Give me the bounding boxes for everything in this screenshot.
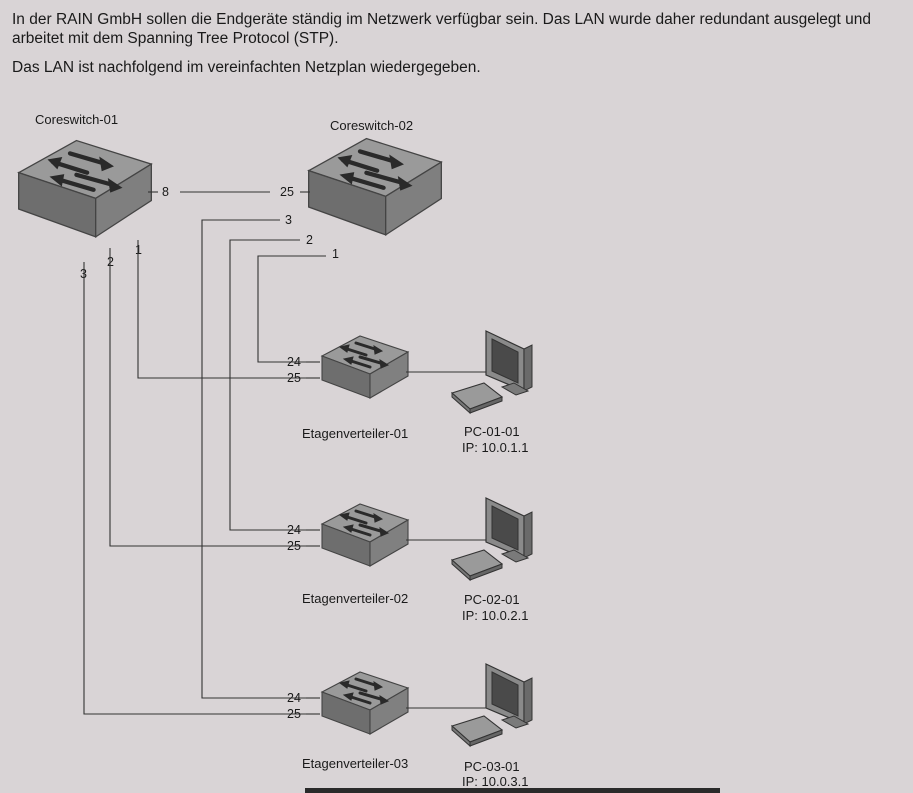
pc-03-01-icon <box>451 663 533 747</box>
intro-paragraph-1: In der RAIN GmbH sollen die Endgeräte st… <box>12 11 871 47</box>
pc-03-01-label: PC-03-01 <box>464 759 520 774</box>
bottom-bar <box>305 788 720 793</box>
coreswitch-01-icon <box>19 141 152 237</box>
ev02-port-24: 24 <box>287 523 301 537</box>
link-core1-ev03 <box>83 262 306 715</box>
core2-port-2: 2 <box>306 233 313 247</box>
coreswitch-02-icon <box>309 139 442 235</box>
link-core2-ev01 <box>257 255 326 363</box>
etagenverteiler-02-label: Etagenverteiler-02 <box>302 591 408 606</box>
floor-group-02: 24 25 Etagenverteiler-02 PC-02-01 IP: 10… <box>287 497 533 623</box>
etagenverteiler-03-icon <box>320 670 410 736</box>
core2-port-1: 1 <box>332 247 339 261</box>
pc-02-01-label: PC-02-01 <box>464 592 520 607</box>
core2-port-25: 25 <box>280 185 294 199</box>
pc-02-01-ip: IP: 10.0.2.1 <box>462 608 529 623</box>
coreswitch-01-label: Coreswitch-01 <box>35 112 118 127</box>
pc-01-01-ip: IP: 10.0.1.1 <box>462 440 529 455</box>
link-core1-ev02 <box>109 248 306 547</box>
ev02-port-25: 25 <box>287 539 301 553</box>
link-core1-ev01 <box>137 240 306 379</box>
intro-paragraph-2: Das LAN ist nachfolgend im vereinfachten… <box>12 59 481 76</box>
etagenverteiler-03-label: Etagenverteiler-03 <box>302 756 408 771</box>
floor-group-01: 24 25 Etagenverteiler-01 PC-01-01 IP: 10… <box>287 330 533 455</box>
ev01-port-24: 24 <box>287 355 301 369</box>
link-core2-ev02 <box>229 239 306 531</box>
link-core2-ev03 <box>201 219 306 699</box>
pc-01-01-label: PC-01-01 <box>464 424 520 439</box>
floor-group-03: 24 25 Etagenverteiler-03 PC-03-01 IP: 10… <box>287 663 533 789</box>
intro-text: In der RAIN GmbH sollen die Endgeräte st… <box>12 10 902 87</box>
coreswitch-02-label: Coreswitch-02 <box>330 118 413 133</box>
pc-02-01-icon <box>451 497 533 581</box>
etagenverteiler-02-icon <box>320 502 410 568</box>
ev01-port-25: 25 <box>287 371 301 385</box>
ev03-port-25: 25 <box>287 707 301 721</box>
etagenverteiler-01-label: Etagenverteiler-01 <box>302 426 408 441</box>
pc-03-01-ip: IP: 10.0.3.1 <box>462 774 529 789</box>
core2-port-3: 3 <box>285 213 292 227</box>
ev03-port-24: 24 <box>287 691 301 705</box>
core1-port-8: 8 <box>162 185 169 199</box>
etagenverteiler-01-icon <box>320 334 410 400</box>
